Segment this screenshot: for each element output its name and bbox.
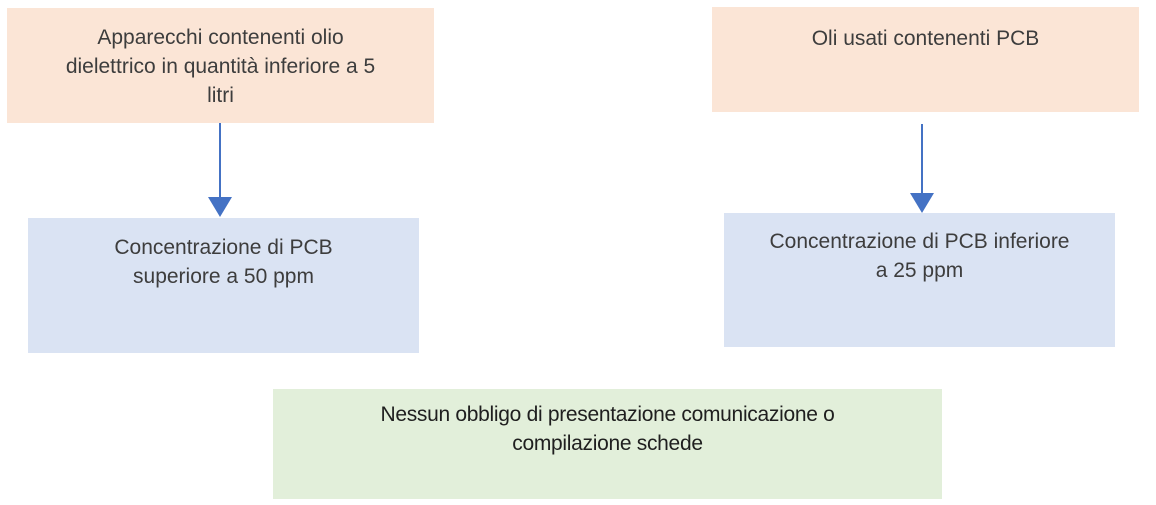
arrow-down-right [910, 124, 934, 213]
node-concentrazione-pcb-inferiore-25ppm: Concentrazione di PCB inferiore a 25 ppm [724, 213, 1115, 347]
node-apparecchi-olio-dielettrico: Apparecchi contenenti olio dielettrico i… [7, 8, 434, 123]
arrow-head-icon [208, 197, 232, 217]
arrow-shaft [921, 124, 923, 194]
arrow-head-icon [910, 193, 934, 213]
node-oli-usati-pcb: Oli usati contenenti PCB [712, 7, 1139, 112]
arrow-down-left [208, 123, 232, 217]
node-concentrazione-pcb-superiore-50ppm: Concentrazione di PCB superiore a 50 ppm [28, 218, 419, 353]
arrow-shaft [219, 123, 221, 198]
node-nessun-obbligo: Nessun obbligo di presentazione comunica… [273, 389, 942, 499]
